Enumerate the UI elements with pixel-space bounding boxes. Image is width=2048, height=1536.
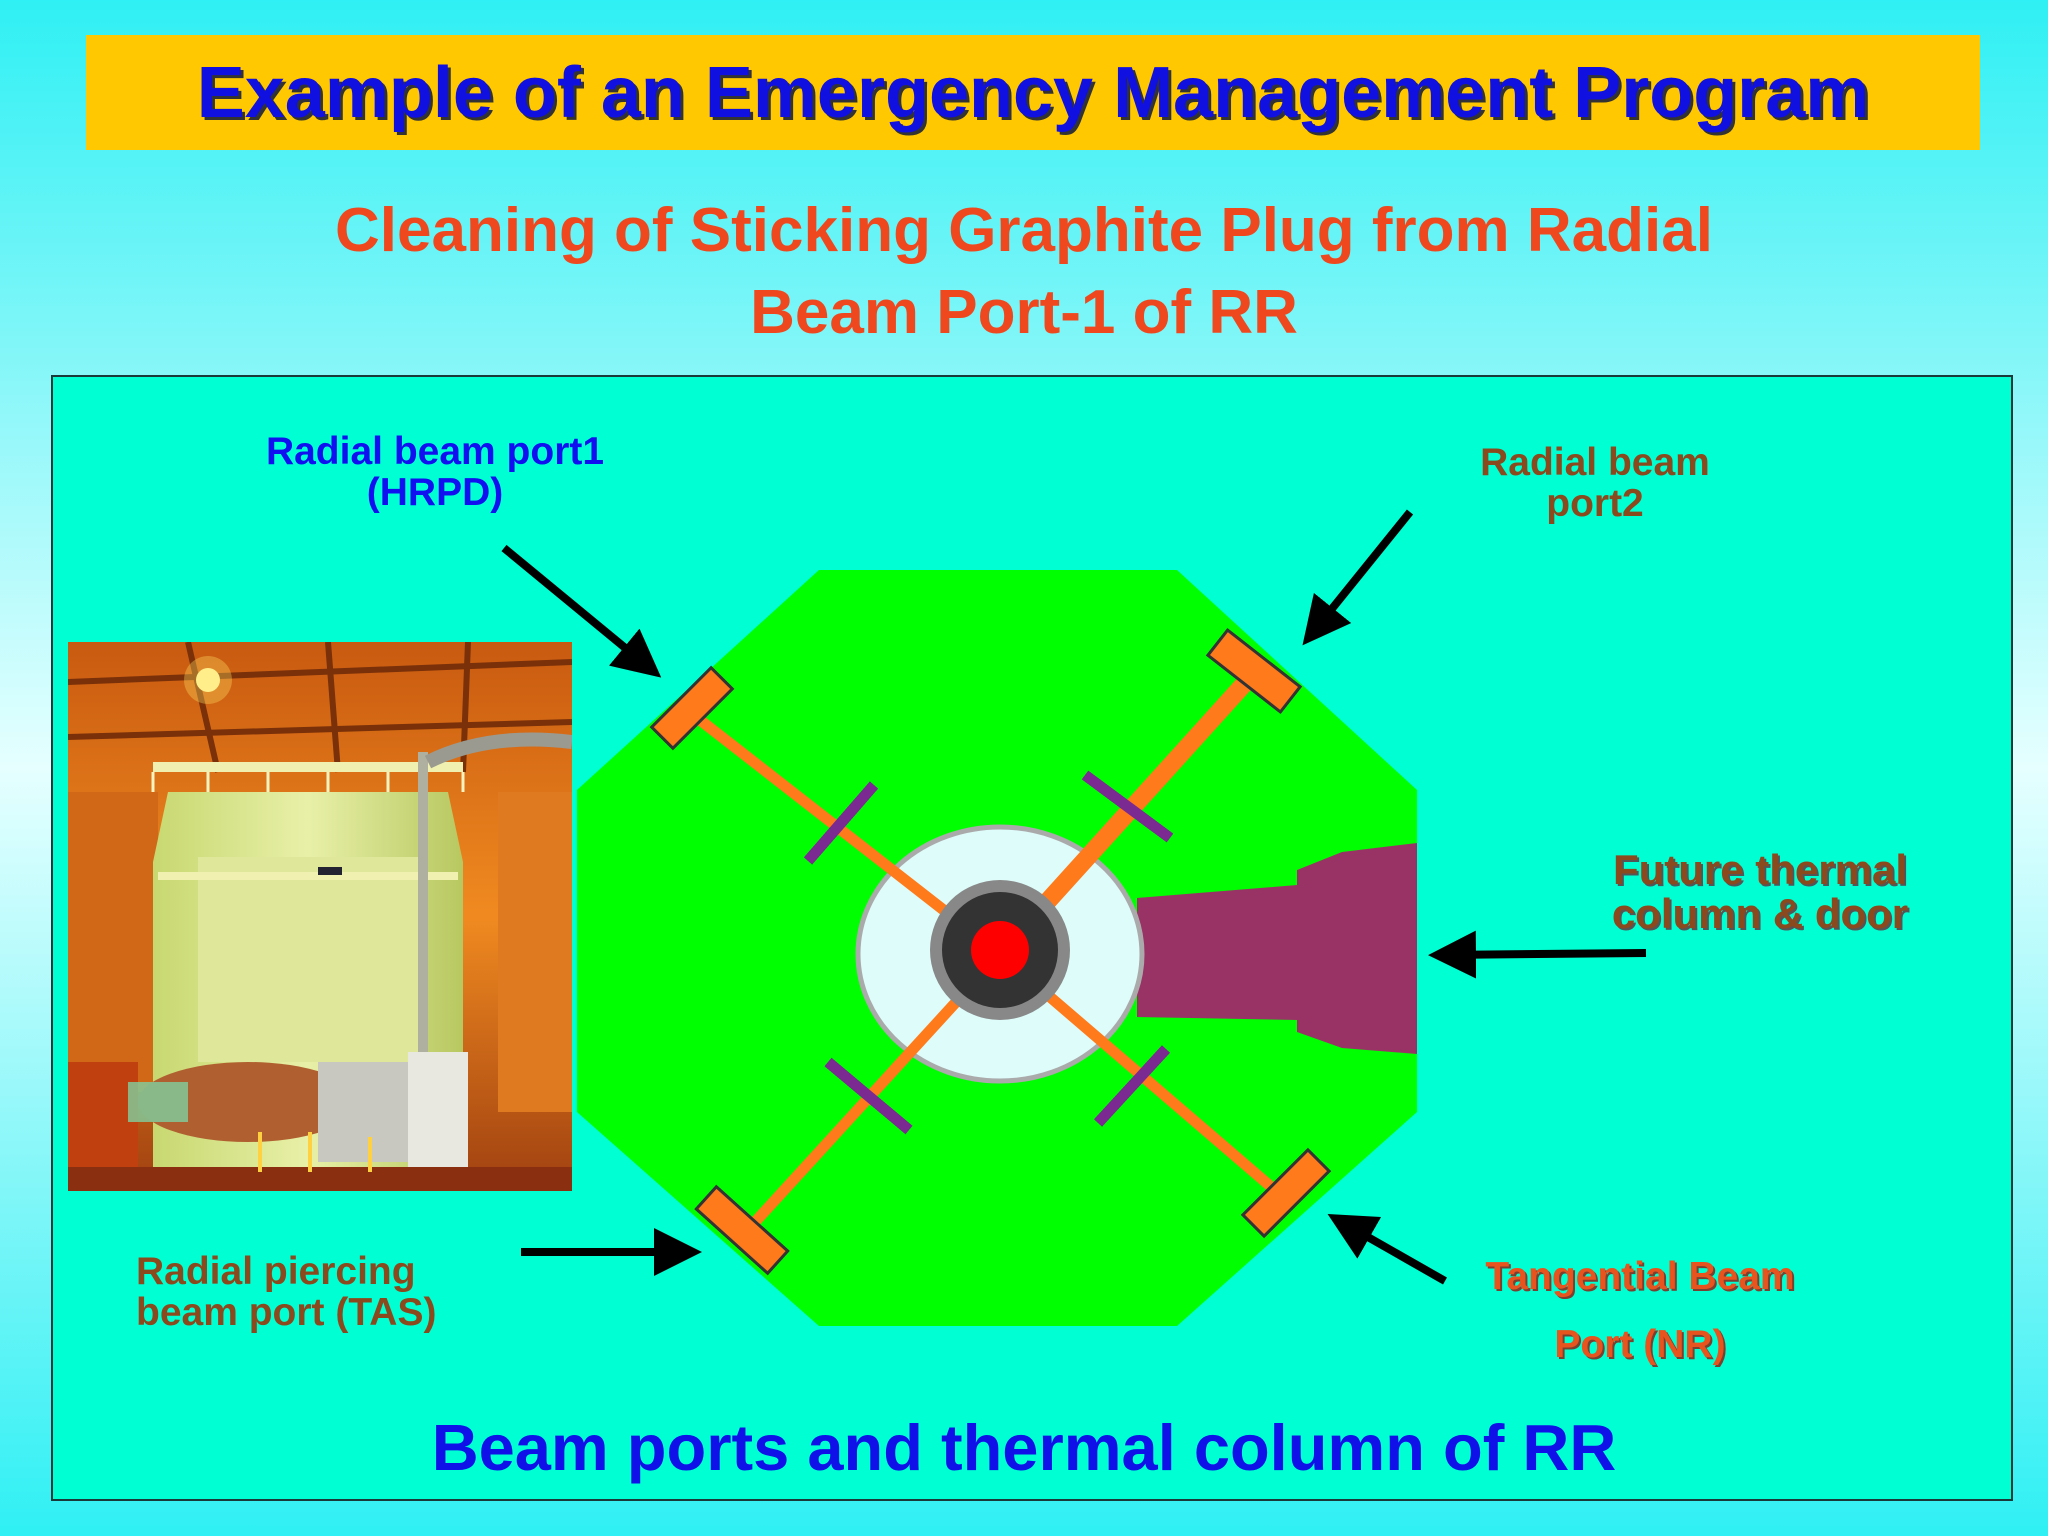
label-tangential-line1: Tangential Beam [1440, 1243, 1840, 1311]
label-port1-line2: (HRPD) [230, 473, 640, 514]
label-radial-port2: Radial beam port2 [1420, 443, 1770, 525]
reactor-hall-photo [68, 642, 572, 1191]
subtitle-line1: Cleaning of Sticking Graphite Plug from … [0, 190, 2048, 272]
subtitle-line2: Beam Port-1 of RR [0, 272, 2048, 354]
label-thermal-line1: Future thermal [1560, 848, 1960, 892]
label-port2-line2: port2 [1420, 484, 1770, 525]
diagram-caption: Beam ports and thermal column of RR [0, 1410, 2048, 1485]
title-banner: Example of an Emergency Management Progr… [86, 35, 1980, 150]
label-future-thermal-column: Future thermal column & door [1560, 848, 1960, 936]
label-radial-port1: Radial beam port1 (HRPD) [230, 432, 640, 514]
label-port1-line1: Radial beam port1 [230, 432, 640, 473]
label-port2-line1: Radial beam [1420, 443, 1770, 484]
label-piercing-line1: Radial piercing [136, 1252, 556, 1293]
label-tangential-port: Tangential Beam Port (NR) [1440, 1243, 1840, 1379]
label-thermal-line2: column & door [1560, 892, 1960, 936]
page-title: Example of an Emergency Management Progr… [197, 52, 1870, 134]
label-tangential-line2: Port (NR) [1440, 1311, 1840, 1379]
label-piercing-line2: beam port (TAS) [136, 1293, 556, 1334]
label-radial-piercing: Radial piercing beam port (TAS) [136, 1252, 556, 1334]
